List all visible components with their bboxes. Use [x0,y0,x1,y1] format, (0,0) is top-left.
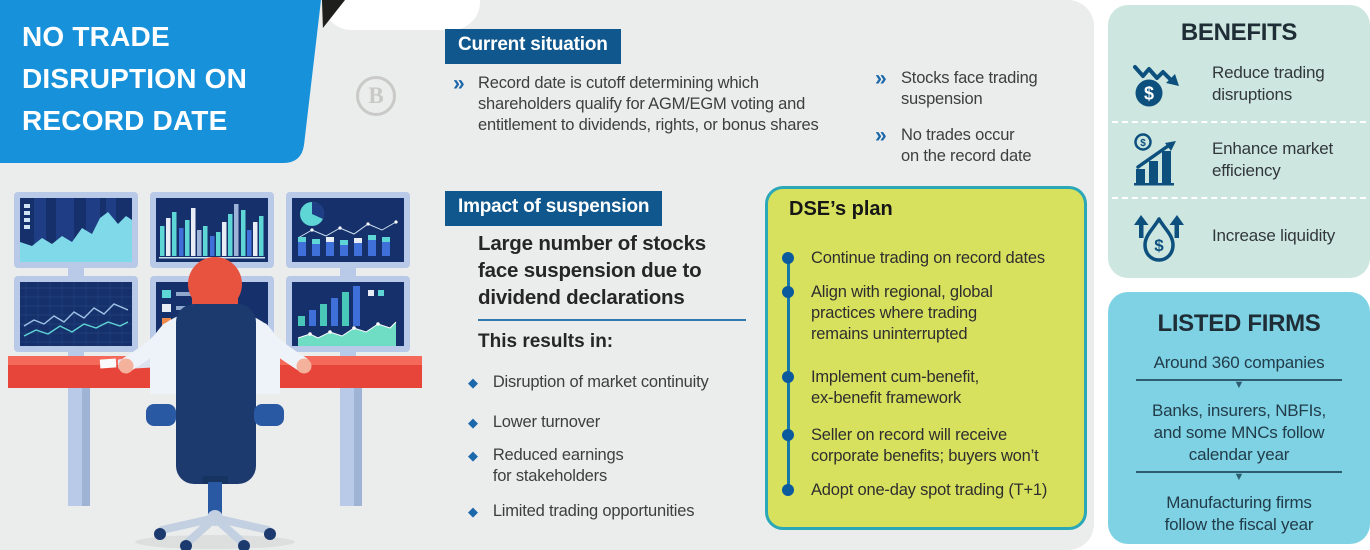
triangle-down-icon: ▼ [1233,471,1245,483]
monitor-top-middle [150,192,274,268]
timeline-dot-icon [782,252,794,264]
separator-line [1136,471,1342,473]
dse-plan-item: Align with regional, global practices wh… [811,283,993,343]
separator-line [1136,379,1342,381]
double-chevron-icon: » [875,124,887,147]
benefit-label: Reduce trading disruptions [1212,63,1325,104]
brand-watermark-icon: B [356,76,396,116]
monitor-bottom-left [14,276,138,352]
listed-firms-item: Around 360 companies [1153,353,1325,372]
impact-item-label: Limited trading opportunities [492,502,695,520]
listed-firms-panel: LISTED FIRMS Around 360 companies ▼ Bank… [1108,292,1370,544]
current-situation-side-bullet: Stocks face trading suspension [901,69,1038,108]
dse-plan-item: Implement cum-benefit, ex-benefit framew… [811,368,980,407]
triangle-down-icon: ▼ [1233,379,1245,391]
impact-header: Impact of suspension [445,191,663,226]
timeline-dot-icon [782,371,794,383]
benefit-row: $ Reduce trading disruptions [1108,47,1370,121]
impact-item-label: Disruption of market continuity [492,373,709,391]
impact-item-label: Lower turnover [492,413,601,431]
benefits-title: BENEFITS [1180,19,1298,46]
monitor-top-left [14,192,138,268]
benefit-row: $ Increase liquidity [1108,199,1370,273]
monitor-bottom-right [286,276,410,352]
arrow-separator: ▼ [1108,471,1370,483]
benefit-row: $ Enhance market efficiency [1108,123,1370,197]
current-situation-side-bullet: No trades occur on the record date [901,126,1032,165]
corner-notch [322,0,480,30]
title-banner: NO TRADE DISRUPTION ON RECORD DATE [0,0,340,170]
arrow-separator: ▼ [1108,379,1370,391]
diamond-bullet-icon: ◆ [468,375,478,390]
svg-text:$: $ [1154,236,1164,255]
liquidity-drop-icon: $ [1134,215,1184,262]
watermark-letter: B [368,83,384,108]
double-chevron-icon: » [453,72,465,95]
page-title: NO TRADE DISRUPTION ON RECORD DATE [22,21,248,136]
current-situation-main-bullet: Record date is cutoff determining which … [478,74,819,134]
listed-firms-item: Banks, insurers, NBFIs, and some MNCs fo… [1152,401,1326,464]
diamond-bullet-icon: ◆ [468,448,478,463]
svg-text:$: $ [1144,84,1154,104]
banner-ribbon-shape [0,0,321,163]
dashed-separator [1112,197,1366,199]
benefits-panel: BENEFITS $ Reduce trading disruptions $ [1108,5,1370,278]
dollar-decline-icon: $ [1133,65,1179,107]
impact-item-label: Reduced earnings for stakeholders [492,446,624,485]
dse-plan-card: DSE’s plan Continue trading on record da… [765,186,1087,530]
timeline-dot-icon [782,429,794,441]
impact-item: ◆ Disruption of market continuity [468,372,709,393]
dashed-separator [1112,121,1366,123]
listed-firms-item: Manufacturing firms follow the fiscal ye… [1164,493,1314,534]
paper-sheet [99,358,117,369]
diamond-bullet-icon: ◆ [468,504,478,519]
current-situation-header: Current situation [445,29,621,64]
impact-results-label: This results in: [478,331,614,352]
impact-item: ◆ Limited trading opportunities [468,501,695,522]
timeline-dot-icon [782,484,794,496]
benefit-label: Increase liquidity [1212,226,1336,245]
monitor-top-right [286,192,410,268]
impact-divider [478,319,746,321]
timeline-dot-icon [782,286,794,298]
svg-text:$: $ [1140,138,1146,149]
dse-plan-item: Adopt one-day spot trading (T+1) [811,481,1048,499]
dse-plan-title: DSE’s plan [789,198,893,220]
impact-statement: Large number of stocks face suspension d… [478,232,706,309]
benefit-label: Enhance market efficiency [1212,139,1333,180]
office-chair [146,304,284,550]
impact-item: ◆ Reduced earnings for stakeholders [468,445,624,487]
diamond-bullet-icon: ◆ [468,415,478,430]
market-growth-icon: $ [1134,133,1176,186]
double-chevron-icon: » [875,67,887,90]
listed-firms-title: LISTED FIRMS [1157,310,1321,337]
trader-workstation-illustration [8,192,422,550]
dse-plan-item: Seller on record will receive corporate … [811,426,1039,465]
dse-plan-item: Continue trading on record dates [811,249,1045,267]
impact-item: ◆ Lower turnover [468,412,600,433]
